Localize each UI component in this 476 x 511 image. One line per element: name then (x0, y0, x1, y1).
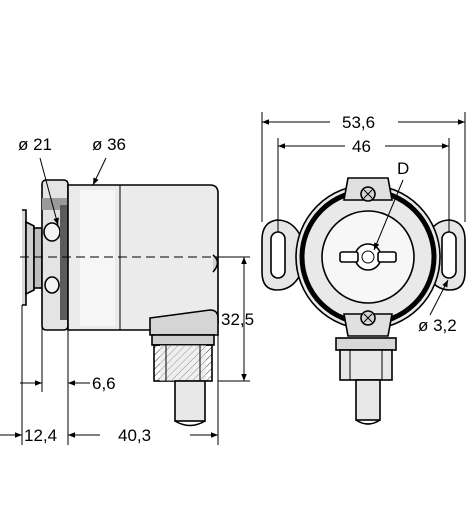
label-shaft-length: 12,4 (24, 426, 57, 445)
shaft-assembly (22, 179, 69, 331)
clamp-top (343, 177, 393, 202)
label-hole-diameter: ø 3,2 (418, 316, 457, 335)
housing-body (67, 184, 219, 331)
label-hole-spacing: 46 (352, 137, 371, 156)
label-overall-width: 53,6 (342, 113, 375, 132)
side-view: ø 21 ø 36 32,5 6,6 12 (0, 135, 254, 445)
label-flange: 6,6 (92, 374, 116, 393)
cable (174, 380, 206, 427)
dim-height: 32,5 (218, 256, 254, 382)
dim-housing-diameter: ø 36 (92, 135, 126, 186)
label-body-length: 40,3 (118, 426, 151, 445)
front-view: 53,6 46 D ø 3,2 (261, 112, 466, 425)
front-cable-gland (335, 337, 397, 381)
dim-hole-diameter: ø 3,2 (418, 279, 457, 335)
connector-block (149, 309, 219, 346)
label-height: 32,5 (221, 310, 254, 329)
mounting-ear-left (261, 219, 301, 291)
cable-gland (153, 344, 213, 382)
dim-overall-width: 53,6 (261, 112, 466, 222)
label-housing-diameter: ø 36 (92, 135, 126, 154)
front-housing (295, 184, 441, 330)
dim-hole-spacing: 46 (277, 137, 450, 232)
front-cable (355, 379, 381, 425)
dim-lengths: 12,4 40,3 (0, 305, 219, 445)
clamp-bottom (343, 310, 393, 337)
dim-inner-diameter: ø 21 (18, 135, 59, 226)
detail-callout: D (373, 159, 409, 251)
dim-flange: 6,6 (20, 305, 116, 393)
label-detail: D (397, 159, 409, 178)
label-inner-diameter: ø 21 (18, 135, 52, 154)
